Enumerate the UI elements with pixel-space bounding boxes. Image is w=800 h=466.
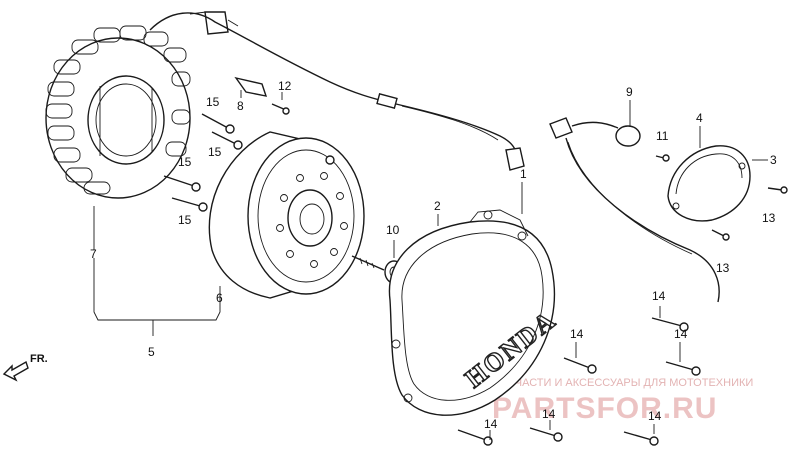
stator <box>45 25 191 199</box>
watermark: ЗАПЧАСТИ И АКСЕССУАРЫ ДЛЯ МОТОТЕХНИКИ PA… <box>492 377 753 425</box>
callout-14a: 14 <box>652 289 666 303</box>
stator-bolts <box>163 113 243 212</box>
wire-harness <box>149 11 525 171</box>
callout-14f: 14 <box>648 409 662 423</box>
callout-5: 5 <box>148 345 155 359</box>
callout-13b: 13 <box>716 261 730 275</box>
callout-7: 7 <box>90 247 97 261</box>
callout-9: 9 <box>626 85 633 99</box>
callout-3: 3 <box>770 153 777 167</box>
small-bolts <box>655 154 788 241</box>
callout-4: 4 <box>696 111 703 125</box>
callout-14b: 14 <box>570 327 584 341</box>
callout-6: 6 <box>216 291 223 305</box>
callout-13a: 13 <box>762 211 776 225</box>
callout-15b: 15 <box>208 145 222 159</box>
pulser-bracket <box>234 76 290 115</box>
cover-plate <box>667 145 751 222</box>
watermark-line1: ЗАПЧАСТИ И АКСЕССУАРЫ ДЛЯ МОТОТЕХНИКИ <box>493 377 753 389</box>
callout-15a: 15 <box>206 95 220 109</box>
callout-14c: 14 <box>674 327 688 341</box>
callout-14d: 14 <box>484 417 498 431</box>
callout-14e: 14 <box>542 407 556 421</box>
leader-lines <box>93 90 768 440</box>
front-direction-arrow: FR. <box>2 353 48 382</box>
callout-12: 12 <box>278 79 292 93</box>
callout-15c: 15 <box>178 155 192 169</box>
callout-8: 8 <box>237 99 244 113</box>
pulser-coil <box>549 117 720 303</box>
direction-label: FR. <box>30 353 48 365</box>
watermark-line2: PARTSFOR.RU <box>492 392 717 425</box>
callout-1: 1 <box>520 167 527 181</box>
callout-10: 10 <box>386 223 400 237</box>
callout-11: 11 <box>656 129 669 143</box>
callout-15d: 15 <box>178 213 192 227</box>
callout-2: 2 <box>434 199 441 213</box>
cover-bolts <box>457 317 701 446</box>
callouts: 1 2 3 4 5 6 7 8 9 10 11 12 13 13 14 14 1… <box>90 79 777 431</box>
flywheel <box>208 131 365 299</box>
